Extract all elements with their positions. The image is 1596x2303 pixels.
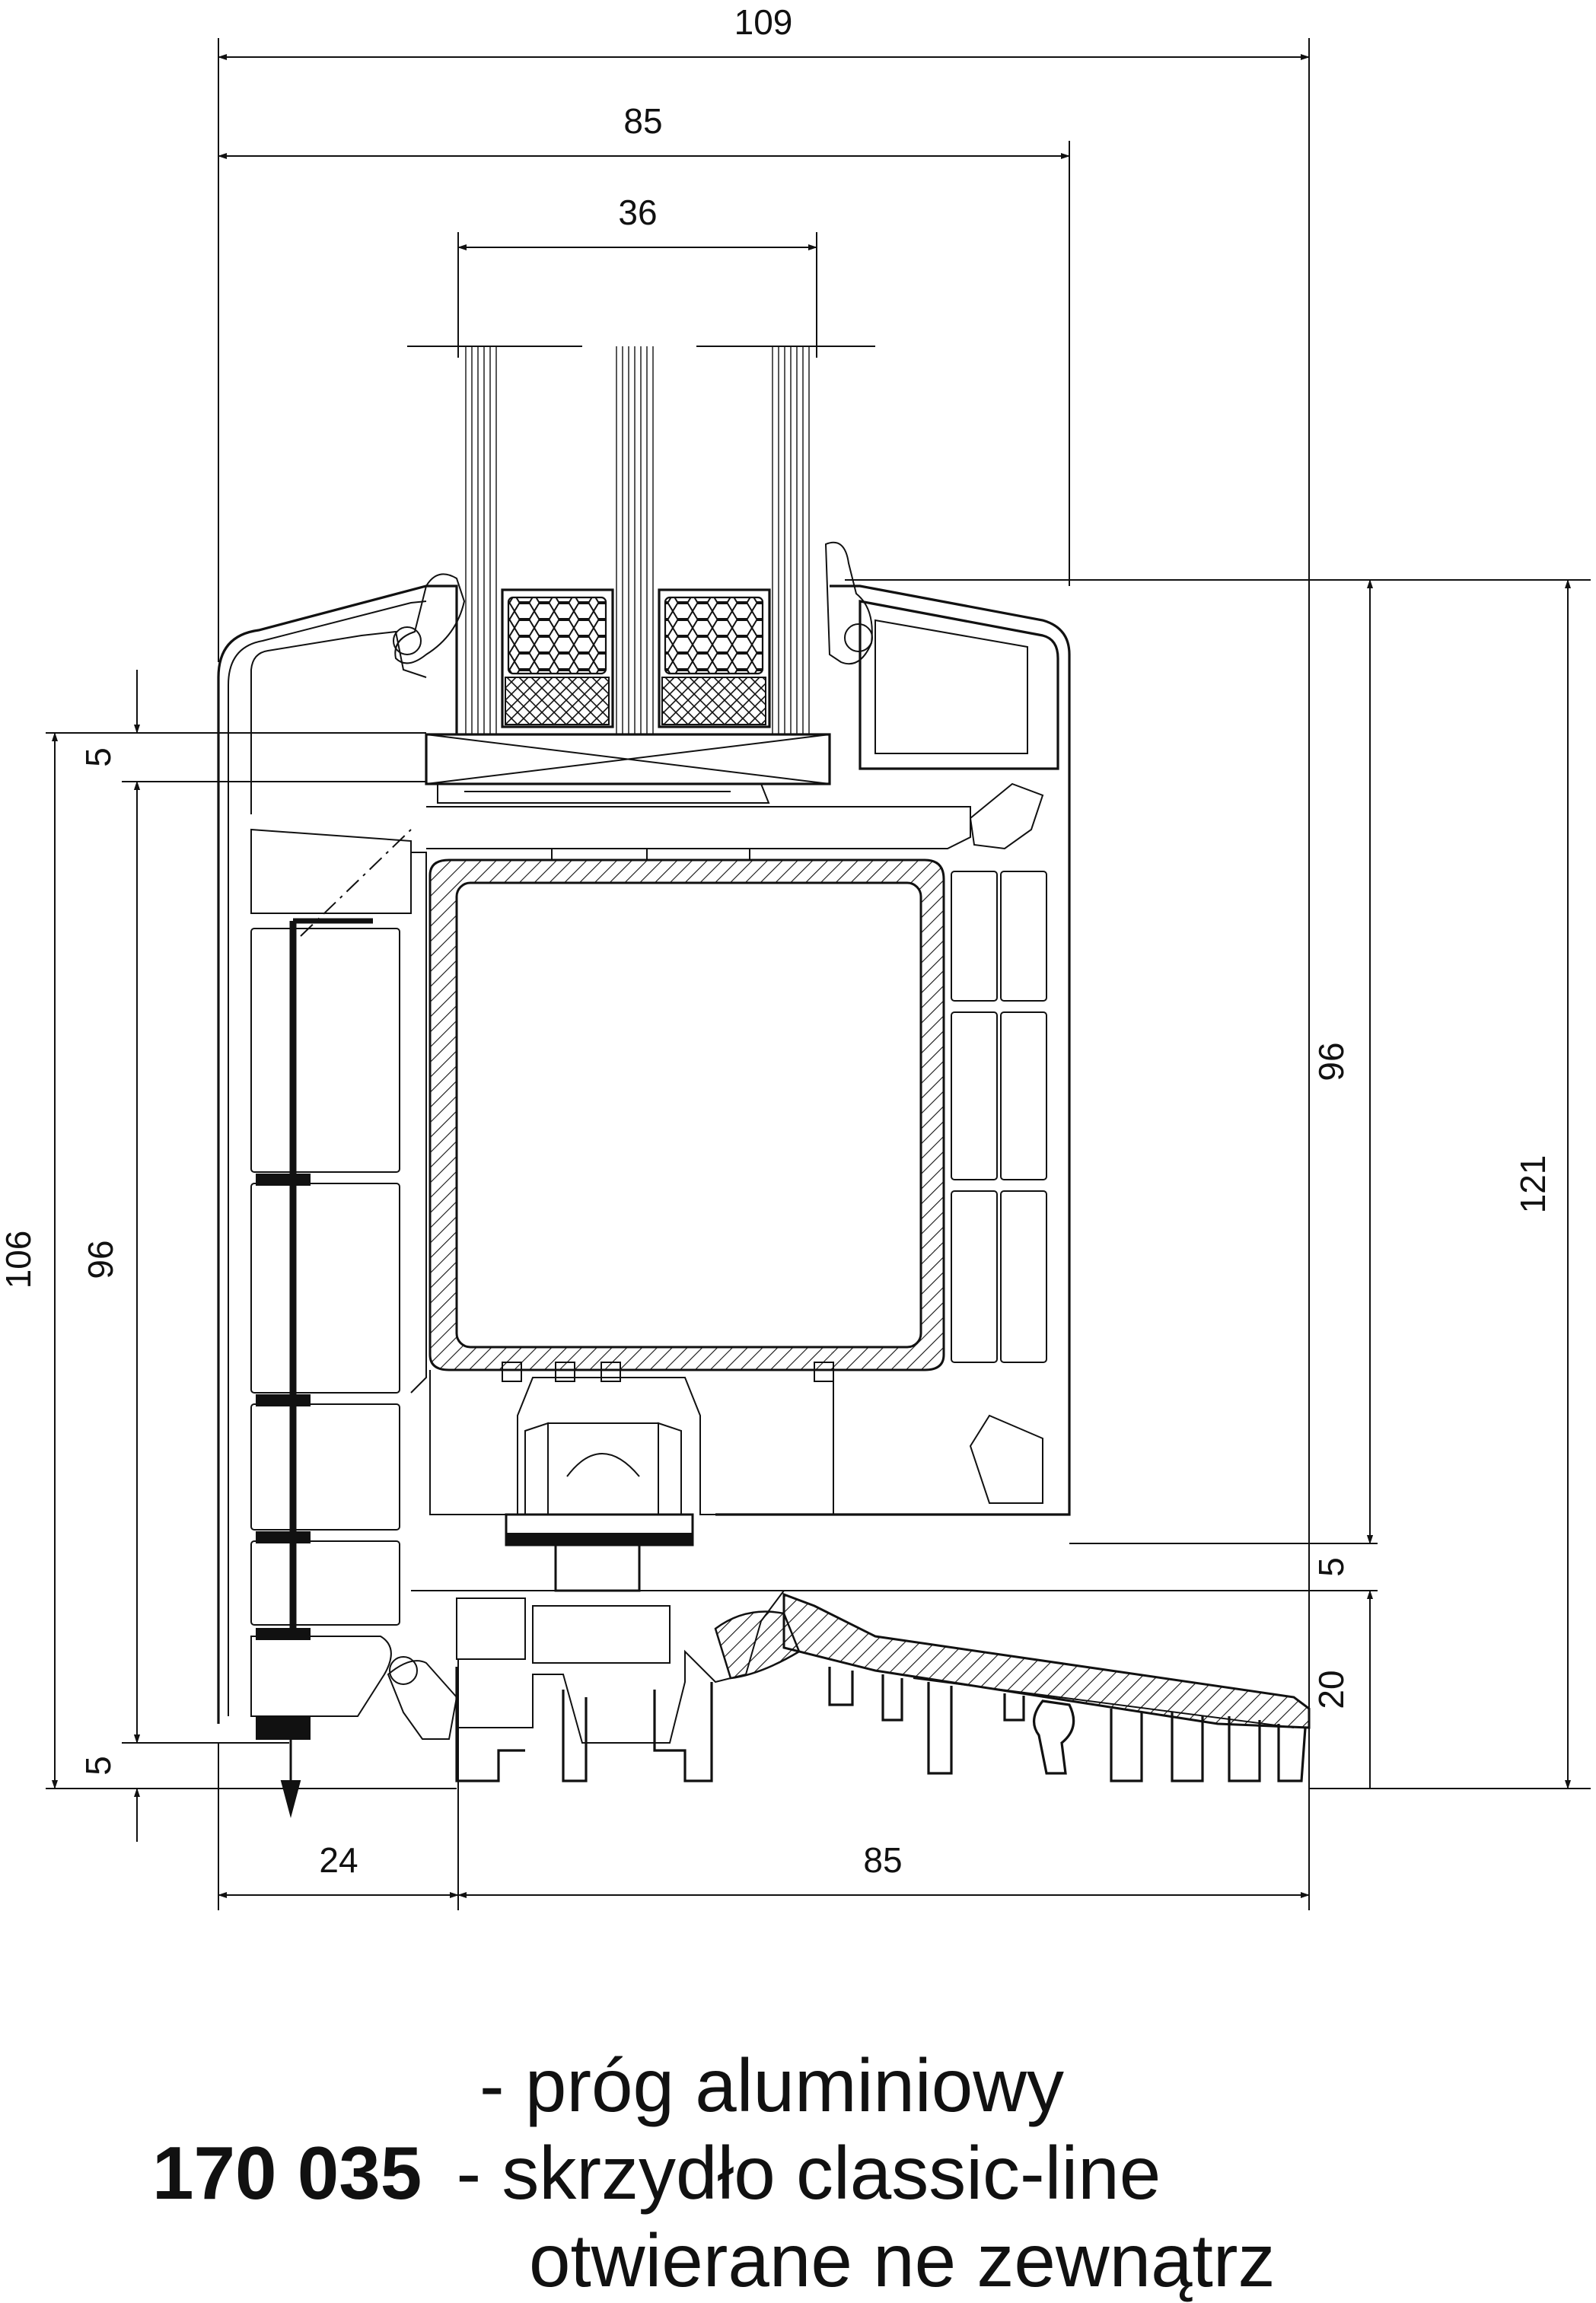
dim-right-small: 5 [1311, 1557, 1351, 1577]
dim-right-threshold: 20 [1311, 1670, 1351, 1709]
caption-line-3-text: otwierane ne zewnątrz [529, 2219, 1276, 2302]
caption-line-1: - próg aluminiowy [479, 2047, 1064, 2123]
steel-reinforcement [428, 858, 945, 1371]
caption-line-3: otwierane ne zewnątrz [529, 2222, 1276, 2298]
caption-line-2: 170 035 - skrzydło classic-line [152, 2135, 1161, 2211]
aluminium-threshold [455, 1592, 1311, 1782]
dimension-labels: 109 85 36 5 106 96 5 96 121 5 20 24 85 [0, 2, 1553, 1880]
dimension-lines [46, 38, 1591, 1910]
dim-top-glass: 36 [618, 193, 657, 232]
dim-bottom-left: 24 [319, 1840, 358, 1880]
dim-top-overall: 109 [734, 2, 793, 42]
dim-left-small-top: 5 [78, 747, 118, 767]
profile-code: 170 035 [152, 2131, 422, 2215]
caption-line-1-text: - próg aluminiowy [479, 2043, 1064, 2127]
technical-drawing: 109 85 36 5 106 96 5 96 121 5 20 24 85 [0, 2, 1591, 1910]
glazing-unit [407, 346, 875, 785]
sash-profile [217, 541, 1071, 1724]
caption-line-2-text: - skrzydło classic-line [456, 2131, 1161, 2215]
dim-right-inner: 96 [1311, 1042, 1351, 1081]
dim-left-overall: 106 [0, 1231, 38, 1289]
dim-right-overall: 121 [1513, 1155, 1553, 1214]
sash-inner-structure [410, 783, 971, 1744]
frame-chambers [250, 828, 458, 1818]
dim-bottom-right: 85 [863, 1840, 902, 1880]
dim-top-middle: 85 [623, 101, 662, 141]
dim-left-small-bottom: 5 [78, 1756, 118, 1776]
dim-left-inner: 96 [81, 1240, 120, 1279]
